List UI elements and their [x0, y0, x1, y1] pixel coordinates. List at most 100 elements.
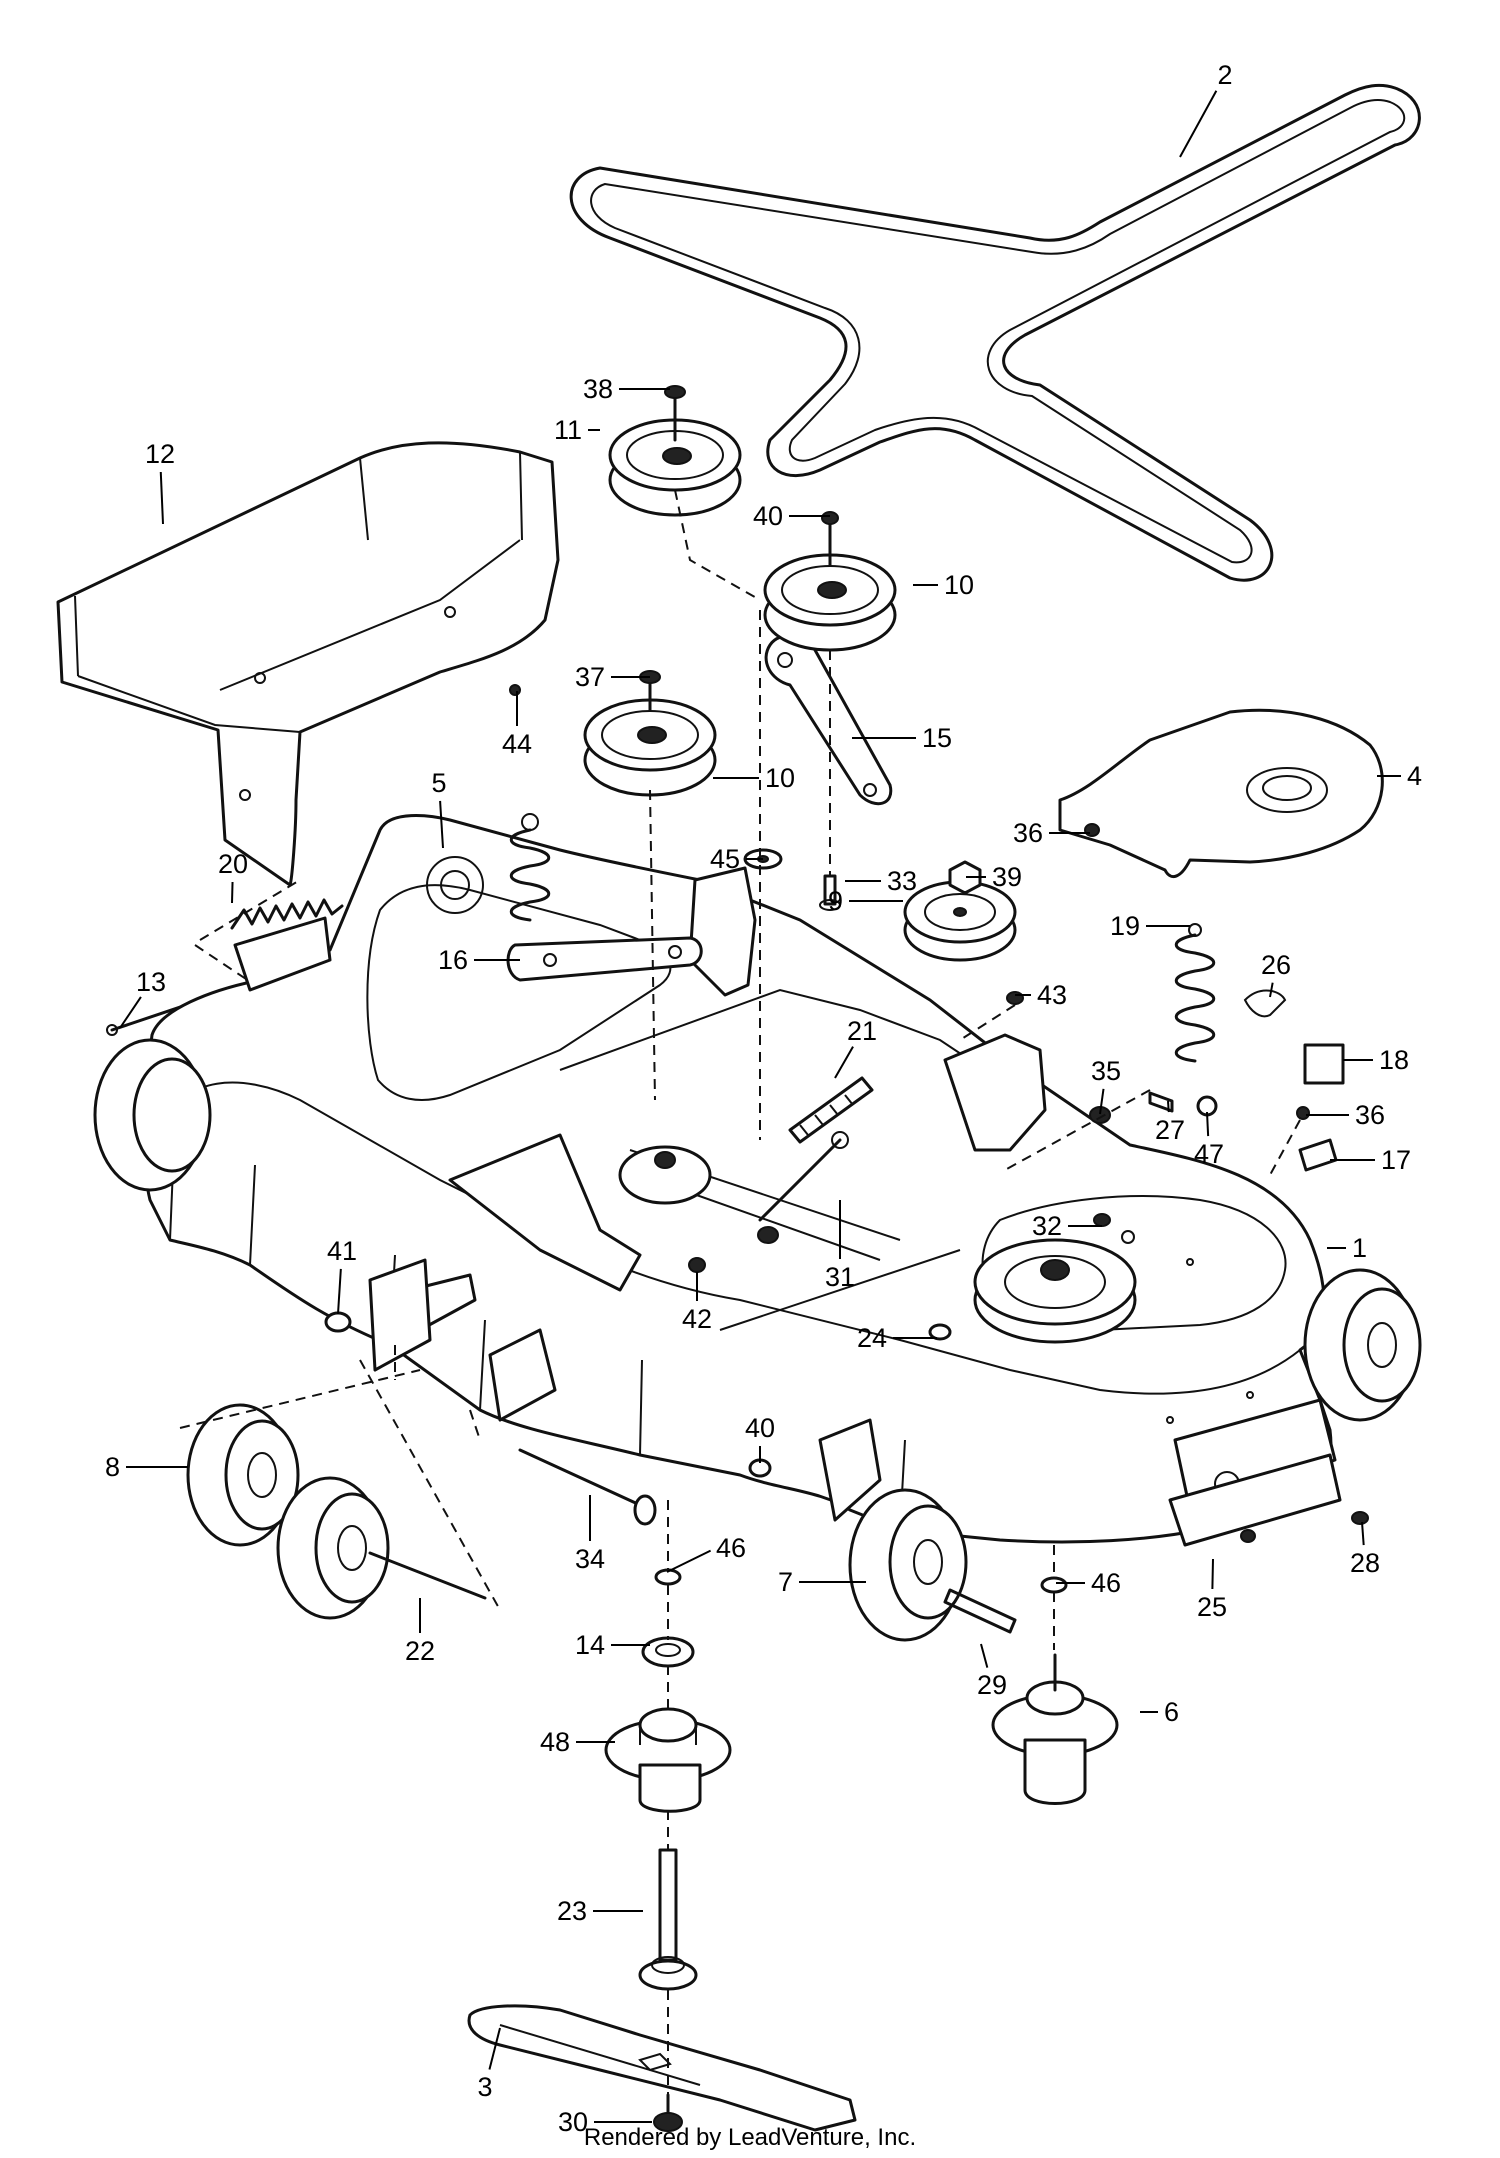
callout-leader-25 [1211, 1558, 1214, 1590]
callout-leader-20 [231, 881, 234, 904]
tension-spring-5 [509, 813, 551, 922]
callout-number-35: 35 [1091, 1056, 1121, 1086]
callout-leader-2 [1179, 90, 1218, 158]
callout-leader-12 [159, 471, 164, 525]
callout-number-20: 20 [218, 849, 248, 879]
callout-number-26: 26 [1261, 950, 1291, 980]
callout-number-24: 24 [857, 1323, 887, 1353]
callout-number-29: 29 [977, 1670, 1007, 1700]
callout-leader-27 [1167, 1100, 1170, 1113]
callout-leader-21 [834, 1046, 854, 1079]
callout-number-18: 18 [1379, 1045, 1409, 1075]
callout-number-46: 46 [716, 1533, 746, 1563]
callout-number-13: 13 [136, 967, 166, 997]
callout-number-3: 3 [477, 2072, 492, 2102]
callout-leader-35 [1099, 1088, 1105, 1115]
deck-pulley-center [618, 1145, 712, 1205]
deck-wheel-right [1303, 1268, 1422, 1422]
callout-number-4: 4 [1407, 761, 1422, 791]
callout-number-19: 19 [1110, 911, 1140, 941]
belt-cover-right [1058, 708, 1384, 878]
idler-pulley-10-upper [763, 511, 897, 652]
callout-number-5: 5 [431, 768, 446, 798]
callout-number-2: 2 [1217, 60, 1232, 90]
callout-number-42: 42 [682, 1304, 712, 1334]
mower-blade-3 [467, 2004, 857, 2132]
axle-34 [518, 1448, 657, 1526]
spindle-pulley-9 [903, 880, 1017, 962]
callout-number-27: 27 [1155, 1115, 1185, 1145]
bolt-29 [943, 1588, 1017, 1634]
callout-number-43: 43 [1037, 980, 1067, 1010]
callout-number-23: 23 [557, 1896, 587, 1926]
spindle-housing-48 [604, 1707, 732, 1813]
callout-number-9: 9 [828, 886, 843, 916]
callout-number-38: 38 [583, 374, 613, 404]
callout-number-28: 28 [1350, 1548, 1380, 1578]
callout-number-36: 36 [1355, 1100, 1385, 1130]
callout-leader-46 [666, 1549, 712, 1573]
callout-number-15: 15 [922, 723, 952, 753]
spring-21 [788, 1076, 874, 1144]
spindle-housing-6 [991, 1653, 1119, 1805]
callout-number-12: 12 [145, 439, 175, 469]
callout-number-6: 6 [1164, 1697, 1179, 1727]
deck-brackets [233, 866, 1337, 1522]
callout-number-37: 37 [575, 662, 605, 692]
callout-number-1: 1 [1352, 1233, 1367, 1263]
deck-pulley-right [973, 1238, 1137, 1344]
callout-number-7: 7 [778, 1567, 793, 1597]
callout-leader-41 [337, 1268, 342, 1315]
callout-number-36: 36 [1013, 818, 1043, 848]
callout-number-31: 31 [825, 1262, 855, 1292]
idler-pulley-10-lower [583, 670, 717, 797]
callout-number-17: 17 [1381, 1145, 1411, 1175]
part-callouts: 1234567891010111213141516171819202122232… [105, 60, 1422, 2137]
assembly-guide-lines [394, 489, 1301, 2095]
idler-pulley-11 [608, 385, 742, 517]
render-credit: Rendered by LeadVenture, Inc. [584, 2124, 916, 2151]
wheel-7 [848, 1488, 968, 1642]
callout-number-44: 44 [502, 729, 532, 759]
callout-leader-13 [119, 996, 142, 1029]
belt-cover-left [56, 441, 560, 887]
callout-number-16: 16 [438, 945, 468, 975]
callout-number-33: 33 [887, 866, 917, 896]
callout-number-45: 45 [710, 844, 740, 874]
spindle-shaft-23 [638, 1848, 698, 1991]
rod-31 [758, 1131, 849, 1222]
callout-leader-5 [439, 800, 444, 849]
bracket-25 [1168, 1453, 1342, 1547]
callout-number-10: 10 [944, 570, 974, 600]
tension-spring-19 [1174, 923, 1216, 1063]
callout-number-25: 25 [1197, 1592, 1227, 1622]
gauge-wheel-8 [186, 1403, 300, 1547]
callout-number-46: 46 [1091, 1568, 1121, 1598]
callout-number-8: 8 [105, 1452, 120, 1482]
callout-leader-26 [1269, 982, 1274, 998]
washers-46 [654, 1568, 1068, 1594]
callout-number-39: 39 [992, 862, 1022, 892]
callout-leader-28 [1361, 1521, 1365, 1546]
callout-number-48: 48 [540, 1727, 570, 1757]
callout-leader-29 [980, 1643, 989, 1668]
gauge-wheel-8b [276, 1476, 390, 1620]
deck-wheel-left [93, 1038, 212, 1192]
callout-number-22: 22 [405, 1636, 435, 1666]
callout-leader-3 [488, 2027, 501, 2070]
callout-number-40: 40 [753, 501, 783, 531]
callout-leader-47 [1206, 1111, 1210, 1137]
callout-number-41: 41 [327, 1236, 357, 1266]
callout-number-47: 47 [1194, 1139, 1224, 1169]
axle-22 [179, 1359, 501, 1611]
callout-number-30: 30 [558, 2107, 588, 2137]
callout-number-14: 14 [575, 1630, 605, 1660]
callout-number-10: 10 [765, 763, 795, 793]
callout-number-21: 21 [847, 1016, 877, 1046]
callout-number-32: 32 [1032, 1211, 1062, 1241]
drive-belt [569, 83, 1421, 582]
callout-number-11: 11 [554, 415, 582, 445]
callout-number-40: 40 [745, 1413, 775, 1443]
blade-bolt-30 [653, 2093, 683, 2132]
